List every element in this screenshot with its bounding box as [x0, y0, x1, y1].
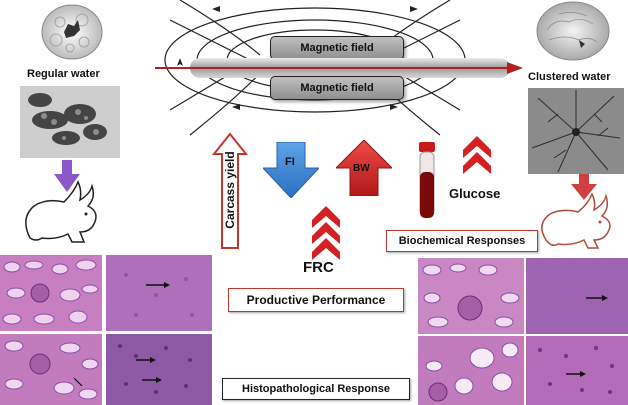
magnetic-field-label-bottom: Magnetic field	[300, 82, 374, 94]
water-droplet-regular-icon	[41, 4, 103, 60]
histopathological-response-label: Histopathological Response	[222, 378, 410, 400]
histology-left-bottom-left	[0, 334, 102, 405]
productive-performance-label: Productive Performance	[228, 288, 404, 312]
frc-label: FRC	[303, 259, 334, 276]
histology-left-top-right	[106, 255, 212, 331]
blood-tube-icon	[419, 142, 435, 218]
bw-up-arrow-icon	[336, 140, 392, 196]
down-arrow-purple-icon	[54, 160, 80, 192]
down-arrow-red-icon	[571, 174, 597, 200]
magnet-bar-bottom: Magnetic field	[270, 76, 404, 100]
magnetic-field-lines-icon	[164, 0, 466, 136]
biochemical-responses-label: Biochemical Responses	[386, 230, 538, 252]
histology-right-bottom-left	[418, 336, 524, 405]
water-droplet-clustered-icon	[536, 1, 610, 61]
fi-label: FI	[285, 156, 295, 168]
magnet-bar-top: Magnetic field	[270, 36, 404, 60]
frc-up-chevron-icon	[312, 206, 340, 260]
histology-right-top-left	[418, 258, 524, 334]
glucose-label: Glucose	[449, 186, 501, 201]
clustered-water-label: Clustered water	[528, 71, 611, 83]
rabbit-left-icon	[25, 180, 97, 243]
magnetic-field-label-top: Magnetic field	[300, 42, 374, 54]
clustered-water-micrograph	[528, 88, 624, 174]
histology-right-top-right	[526, 258, 628, 334]
histology-left-top-left	[0, 255, 102, 331]
bw-label: BW	[353, 163, 370, 174]
glucose-up-chevron-icon	[463, 136, 491, 174]
carcass-yield-arrow-icon	[212, 132, 248, 249]
histology-left-bottom-right	[106, 334, 212, 405]
fi-down-arrow-icon	[263, 142, 319, 198]
carcass-yield-label: Carcass yield	[223, 151, 237, 229]
rabbit-right-icon	[541, 192, 611, 249]
flow-arrow-icon	[155, 62, 523, 74]
regular-water-micrograph	[20, 86, 120, 158]
regular-water-label: Regular water	[27, 68, 100, 80]
histology-right-bottom-right	[526, 336, 628, 405]
